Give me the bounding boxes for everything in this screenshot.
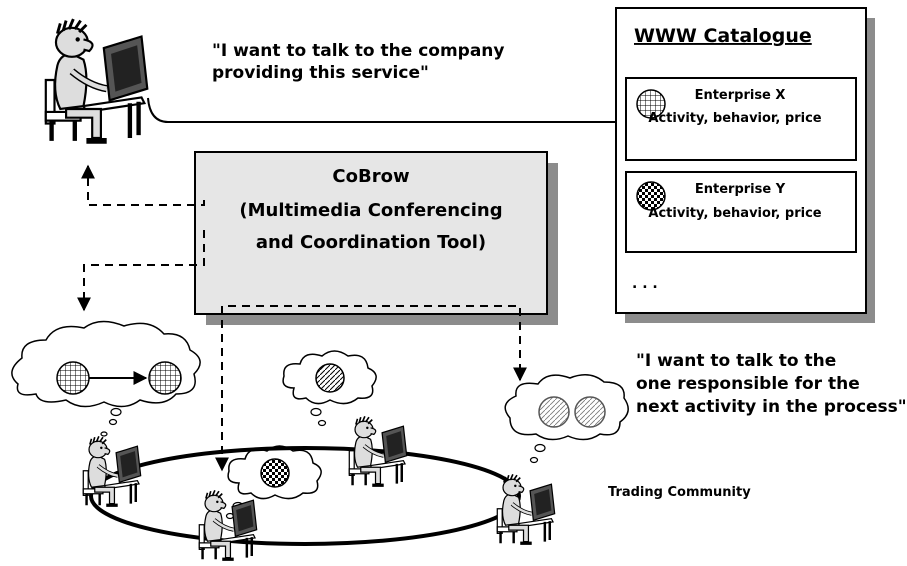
cobrow-title: CoBrow bbox=[332, 166, 409, 187]
hatched-circle-icon bbox=[636, 89, 666, 119]
user-quote-line2: providing this service" bbox=[212, 63, 429, 83]
enterprise-y-detail: Activity, behavior, price bbox=[648, 206, 821, 221]
thought-bubble bbox=[100, 431, 108, 437]
catalogue-connection-line bbox=[147, 97, 628, 123]
catalogue-entry-enterprise-x[interactable]: Enterprise X Activity, behavior, price bbox=[625, 77, 857, 161]
trading-community-label: Trading Community bbox=[608, 485, 751, 500]
enterprise-y-name: Enterprise Y bbox=[695, 182, 786, 197]
checkered-circle-icon bbox=[636, 181, 666, 211]
cobrow-subtitle-line1: (Multimedia Conferencing bbox=[239, 200, 502, 221]
thought-bubble bbox=[310, 407, 322, 417]
enterprise-x-name: Enterprise X bbox=[695, 88, 786, 103]
enterprise-x-detail: Activity, behavior, price bbox=[648, 111, 821, 126]
thought-cloud-icon bbox=[504, 374, 629, 441]
thought-cloud-icon bbox=[227, 445, 322, 500]
cobrow-connectors bbox=[77, 164, 527, 472]
thought-bubble bbox=[529, 456, 539, 464]
thought-cloud-icon bbox=[282, 350, 377, 405]
community-quote-line1: "I want to talk to the bbox=[636, 351, 836, 371]
community-quote-line2: one responsible for the bbox=[636, 374, 860, 394]
user-quote-line1: "I want to talk to the company bbox=[212, 41, 505, 61]
thought-bubble bbox=[534, 443, 546, 453]
user-at-computer-icon bbox=[497, 474, 554, 545]
user-at-computer-icon bbox=[46, 19, 148, 144]
www-catalogue-panel: WWW Catalogue Enterprise X Activity, beh… bbox=[615, 7, 875, 323]
trading-community-ring bbox=[89, 446, 521, 546]
catalogue-entry-enterprise-y[interactable]: Enterprise Y Activity, behavior, price bbox=[625, 171, 857, 253]
user-at-computer-icon bbox=[199, 490, 256, 561]
thought-cloud-icon bbox=[11, 320, 201, 426]
thought-bubble bbox=[317, 419, 327, 427]
cobrow-subtitle-line2: and Coordination Tool) bbox=[256, 232, 486, 253]
catalogue-title: WWW Catalogue bbox=[634, 25, 812, 47]
catalogue-ellipsis: . . . bbox=[632, 276, 658, 292]
cobrow-box: CoBrow (Multimedia Conferencing and Coor… bbox=[194, 151, 558, 325]
community-quote-line3: next activity in the process" bbox=[636, 397, 907, 417]
